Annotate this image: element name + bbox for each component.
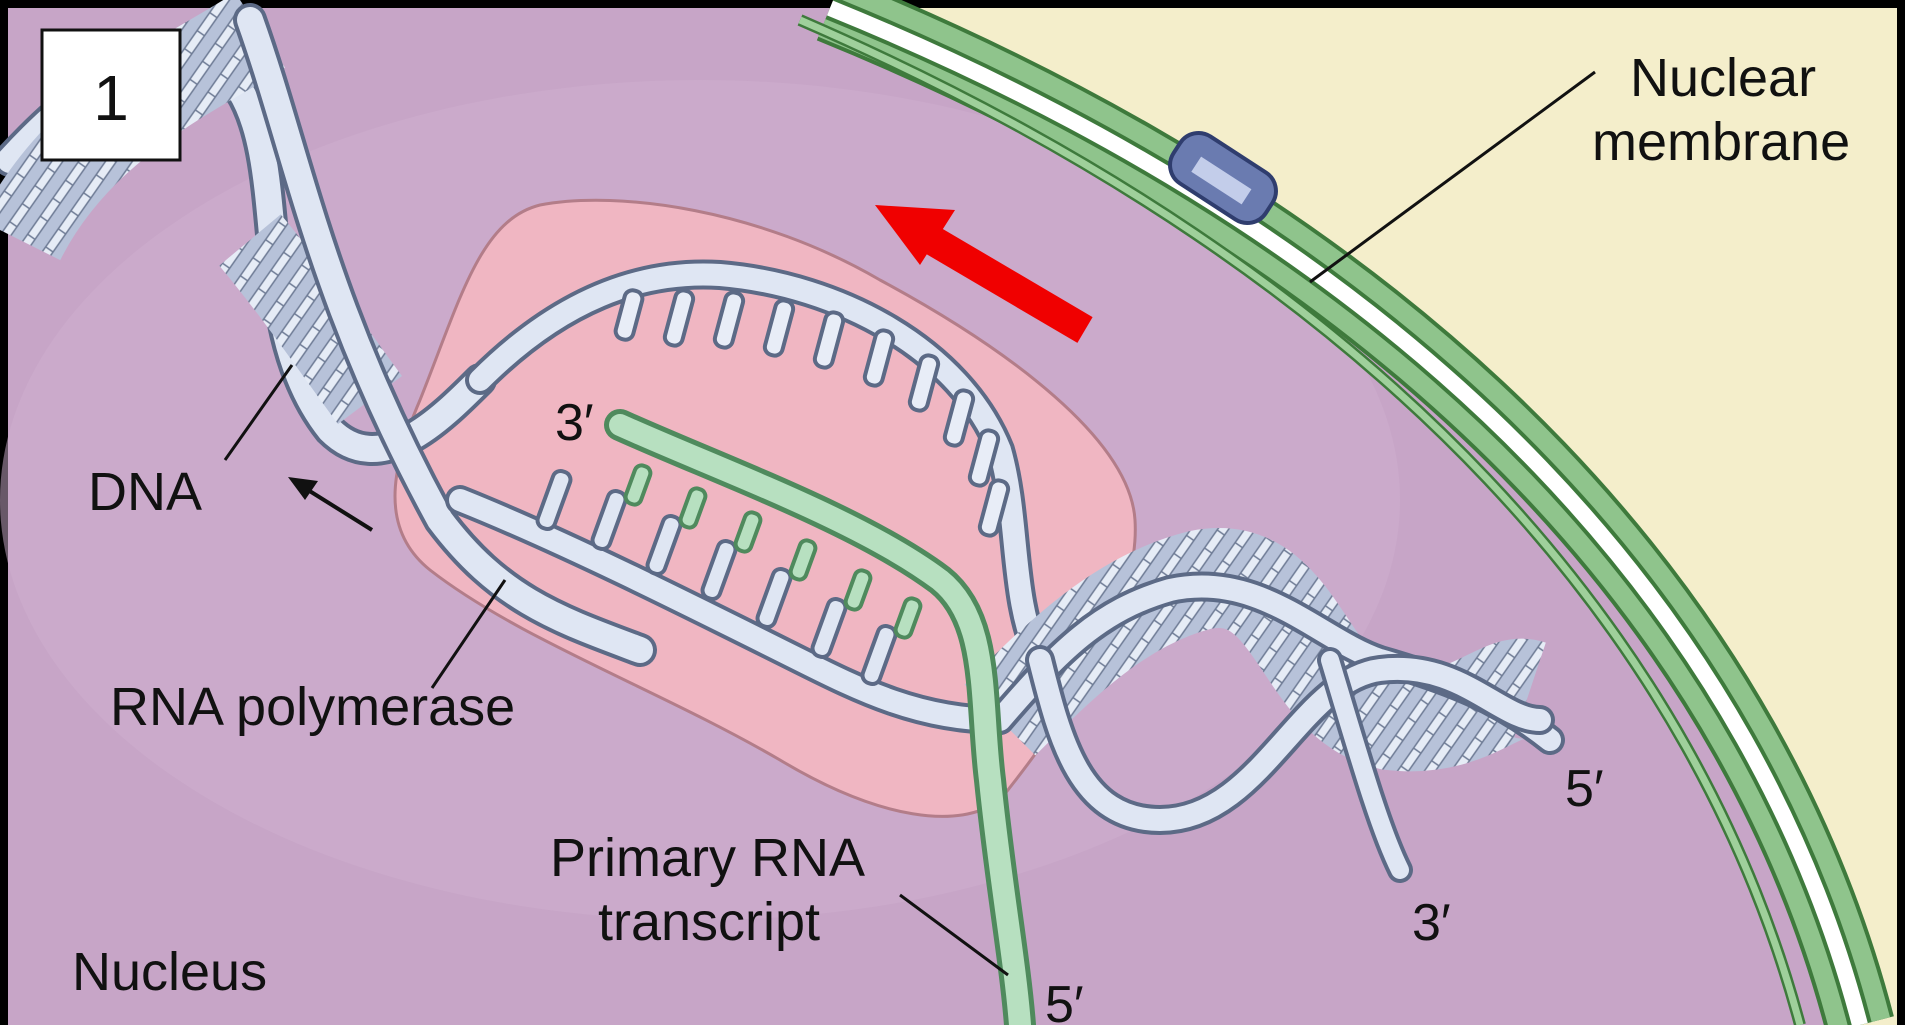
rna-5prime-label: 5′ [1045,976,1084,1025]
step-number: 1 [93,62,129,134]
dna-label: DNA [88,462,202,522]
dna-5prime-label: 5′ [1565,760,1604,818]
primary-rna-label-line2: transcript [598,892,820,952]
nucleus-label: Nucleus [72,942,267,1002]
rna-3prime-label: 3′ [555,394,594,452]
primary-rna-label-line1: Primary RNA [550,828,865,888]
nuclear-membrane-label-line1: Nuclear [1630,48,1816,108]
step-number-box: 1 [42,30,180,160]
rna-polymerase-label: RNA polymerase [110,677,515,737]
nuclear-membrane-label-line2: membrane [1592,112,1850,172]
dna-3prime-label: 3′ [1412,894,1451,952]
